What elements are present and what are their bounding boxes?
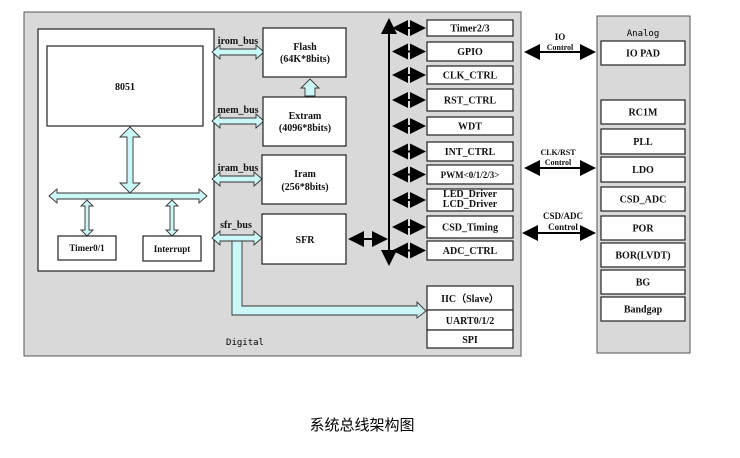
analog-blocks: IO PAD RC1M PLL LDO CSD_ADC POR BOR(LVDT) BG Ban… bbox=[600, 40, 686, 322]
peripheral-label: Timer2/3 bbox=[450, 24, 489, 35]
iram-size: (256*8bits) bbox=[281, 182, 328, 193]
peripheral-label: CLK_CTRL bbox=[443, 71, 498, 82]
digital-label: Digital bbox=[226, 338, 264, 348]
analog-block-label: BOR(LVDT) bbox=[615, 251, 670, 262]
sfr-block bbox=[261, 213, 347, 265]
peripheral-label: INT_CTRL bbox=[445, 147, 496, 158]
cpu-8051-block bbox=[46, 45, 204, 127]
io-control-label: IO bbox=[555, 32, 566, 42]
peripheral-block bbox=[426, 19, 514, 37]
peripheral-item: PWM<0/1/2/3> bbox=[392, 164, 514, 185]
peripheral-label: CSD_Timing bbox=[442, 223, 498, 234]
peripheral-block bbox=[426, 41, 514, 62]
analog-block bbox=[600, 186, 686, 212]
peripheral-block bbox=[426, 164, 514, 185]
analog-block-label: CSD_ADC bbox=[620, 195, 667, 206]
analog-block bbox=[600, 269, 686, 295]
peripheral-block bbox=[426, 215, 514, 239]
peripheral-item: WDT bbox=[392, 116, 514, 136]
digital-panel: Digital 8051 Timer0/1 Interrupt irom_bus… bbox=[23, 11, 522, 357]
iic-label: IIC（Slave） bbox=[441, 292, 499, 305]
clk-rst-control-label: CLK/RST bbox=[540, 148, 576, 157]
peripheral-item: ADC_CTRL bbox=[392, 240, 514, 261]
peripheral-label: LED_Driver bbox=[443, 189, 497, 200]
peripheral-label: WDT bbox=[458, 122, 482, 133]
figure-caption: 系统总线架构图 bbox=[309, 416, 414, 434]
control-links: IO Control CLK/RST Control CSD/ADC Contr… bbox=[522, 32, 596, 241]
analog-panel: Analog IO PAD RC1M PLL LDO CSD_ADC POR BOR(LVD… bbox=[596, 15, 691, 354]
peripheral-label: ADC_CTRL bbox=[443, 246, 498, 257]
internal-bus-arrow bbox=[48, 188, 208, 204]
peripheral-block bbox=[426, 188, 514, 212]
peripheral-label: LCD_Driver bbox=[443, 199, 498, 210]
analog-block-label: Bandgap bbox=[624, 305, 663, 316]
analog-block bbox=[600, 215, 686, 241]
analog-label: Analog bbox=[627, 29, 660, 39]
sfr-to-serial-bus-arrow bbox=[231, 240, 427, 319]
interrupt-label: Interrupt bbox=[154, 244, 191, 254]
iram-bus-label: iram_bus bbox=[218, 163, 259, 174]
analog-block bbox=[600, 40, 686, 66]
peripheral-block bbox=[426, 240, 514, 261]
flash-size: (64K*8bits) bbox=[280, 54, 330, 65]
analog-block-label: PLL bbox=[633, 137, 653, 148]
cpu-bus-arrow bbox=[118, 126, 142, 194]
serial-block: IIC（Slave） UART0/1/2 SPI bbox=[426, 285, 514, 349]
peripheral-label: GPIO bbox=[457, 47, 483, 58]
analog-block-label: BG bbox=[636, 278, 651, 289]
extram-block bbox=[262, 96, 347, 147]
analog-block bbox=[600, 242, 686, 268]
mem-bus-label: mem_bus bbox=[217, 105, 258, 116]
sfr-label: SFR bbox=[296, 235, 316, 246]
uart-label: UART0/1/2 bbox=[446, 316, 495, 327]
interrupt-block bbox=[142, 235, 202, 262]
peripheral-item: CSD_Timing bbox=[392, 215, 514, 239]
clk-rst-control-label-2: Control bbox=[545, 158, 572, 167]
csd-adc-control-label: CSD/ADC bbox=[543, 211, 583, 221]
irom-bus-label: irom_bus bbox=[218, 36, 258, 47]
peripheral-item: Timer2/3 bbox=[392, 19, 514, 37]
analog-block bbox=[600, 128, 686, 155]
analog-block-label: IO PAD bbox=[626, 49, 660, 60]
csd-adc-control-label-2: Control bbox=[548, 222, 578, 232]
peripheral-item: GPIO bbox=[392, 41, 514, 62]
peripheral-item: RST_CTRL bbox=[392, 88, 514, 112]
peripheral-block bbox=[426, 141, 514, 162]
peripheral-item: INT_CTRL bbox=[392, 141, 514, 162]
spi-block bbox=[426, 329, 514, 349]
analog-block bbox=[600, 99, 686, 125]
peripheral-block bbox=[426, 116, 514, 136]
iram-block bbox=[261, 154, 347, 205]
io-control-label-2: Control bbox=[547, 43, 574, 52]
timer01-label: Timer0/1 bbox=[69, 243, 105, 253]
peripheral-block bbox=[426, 65, 514, 85]
peripheral-item: CLK_CTRL bbox=[392, 65, 514, 85]
sfr-bus-label: sfr_bus bbox=[220, 220, 252, 231]
peripheral-block bbox=[426, 88, 514, 112]
timer01-block bbox=[57, 235, 117, 261]
analog-block bbox=[600, 296, 686, 322]
extram-label: Extram bbox=[289, 111, 322, 122]
analog-block-label: LDO bbox=[632, 165, 654, 176]
iram-label: Iram bbox=[294, 169, 316, 180]
cpu-label: 8051 bbox=[115, 82, 135, 93]
spi-label: SPI bbox=[462, 335, 478, 346]
flash-label: Flash bbox=[293, 42, 317, 53]
analog-block-label: RC1M bbox=[629, 108, 658, 119]
flash-block bbox=[262, 27, 347, 78]
analog-block bbox=[600, 156, 686, 183]
extram-to-flash-arrow bbox=[299, 78, 321, 97]
peripheral-label: PWM<0/1/2/3> bbox=[441, 170, 500, 180]
peripheral-label: RST_CTRL bbox=[444, 96, 497, 107]
analog-block-label: POR bbox=[632, 224, 654, 235]
extram-size: (4096*8bits) bbox=[279, 123, 331, 134]
